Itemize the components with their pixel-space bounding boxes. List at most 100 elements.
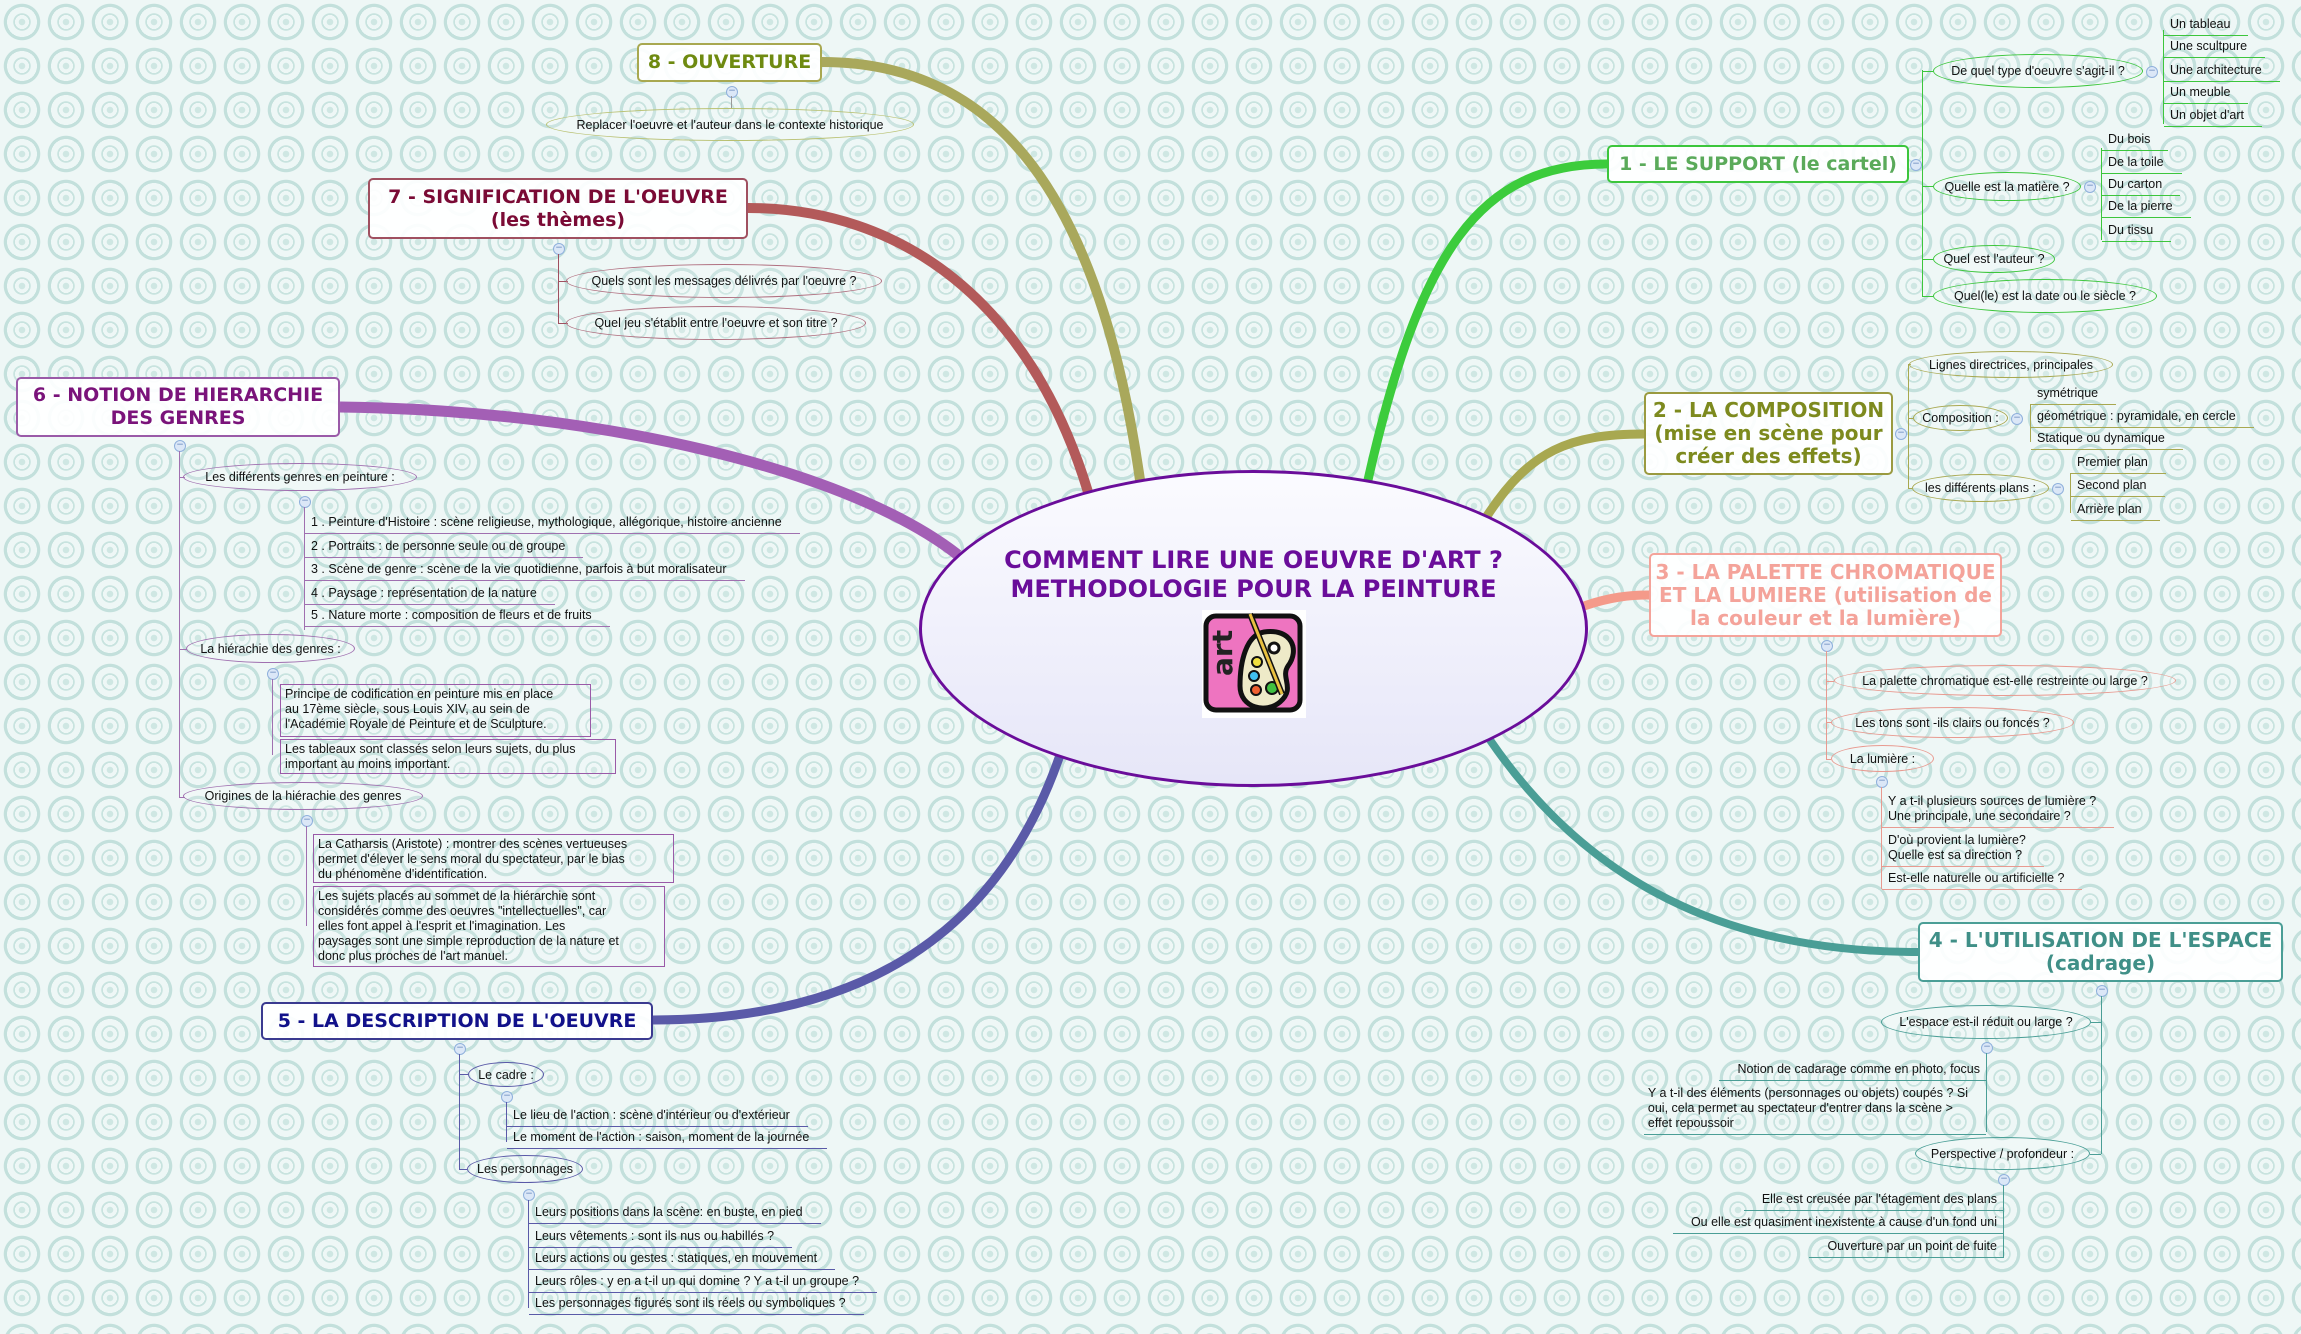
composition-item[interactable]: Statique ou dynamique bbox=[2031, 431, 2183, 450]
collapse-toggle-matiere[interactable]: − bbox=[2084, 181, 2096, 193]
plan-item[interactable]: Premier plan bbox=[2071, 455, 2166, 474]
lignes-directrices-node[interactable]: Lignes directrices, principales bbox=[1909, 351, 2113, 378]
lumiere-node[interactable]: La lumière : bbox=[1831, 745, 1934, 772]
genre-item[interactable]: 3 . Scène de genre : scène de la vie quo… bbox=[305, 562, 745, 581]
type-item[interactable]: Un tableau bbox=[2164, 17, 2249, 36]
hierarchie-node[interactable]: La hiérachie des genres : bbox=[186, 634, 355, 663]
topic-1-support[interactable]: 1 - LE SUPPORT (le cartel) bbox=[1607, 145, 1909, 183]
central-topic[interactable]: COMMENT LIRE UNE OEUVRE D'ART ? METHODOL… bbox=[919, 470, 1588, 787]
collapse-toggle-6[interactable]: − bbox=[174, 440, 186, 452]
plans-node[interactable]: les différents plans : bbox=[1912, 474, 2049, 502]
cadre-node[interactable]: Le cadre : bbox=[468, 1062, 544, 1087]
support-matiere-question[interactable]: Quelle est la matière ? bbox=[1933, 172, 2081, 201]
personnage-item[interactable]: Leurs rôles : y en a t-il un qui domine … bbox=[529, 1274, 878, 1293]
topic-2-composition[interactable]: 2 - LA COMPOSITION (mise en scène pour c… bbox=[1644, 392, 1893, 475]
topic-5-description[interactable]: 5 - LA DESCRIPTION DE L'OEUVRE bbox=[261, 1002, 653, 1040]
composition-node[interactable]: Composition : bbox=[1913, 405, 2008, 431]
composition-item[interactable]: géométrique : pyramidale, en cercle bbox=[2031, 409, 2254, 428]
cadre-item[interactable]: Le lieu de l'action : scène d'intérieur … bbox=[507, 1108, 808, 1127]
signification-q1[interactable]: Quels sont les messages délivrés par l'o… bbox=[566, 264, 882, 298]
topic-3-title-line1: 3 - LA PALETTE CHROMATIQUE bbox=[1655, 559, 1996, 584]
topic-7-signification[interactable]: 7 - SIGNIFICATION DE L'OEUVRE (les thème… bbox=[368, 178, 748, 239]
matiere-item[interactable]: De la toile bbox=[2102, 155, 2182, 174]
cadre-item[interactable]: Le moment de l'action : saison, moment d… bbox=[507, 1130, 828, 1149]
support-auteur-question[interactable]: Quel est l'auteur ? bbox=[1933, 245, 2055, 273]
lumiere-item[interactable]: Est-elle naturelle ou artificielle ? bbox=[1882, 871, 2083, 890]
matiere-item[interactable]: Du tissu bbox=[2102, 223, 2172, 242]
topic-4-espace[interactable]: 4 - L'UTILISATION DE L'ESPACE (cadrage) bbox=[1918, 922, 2283, 982]
collapse-toggle-type[interactable]: − bbox=[2146, 66, 2158, 78]
personnage-item[interactable]: Leurs positions dans la scène: en buste,… bbox=[529, 1205, 821, 1224]
tons-question[interactable]: Les tons sont -ils clairs ou foncés ? bbox=[1831, 707, 2074, 738]
palette-question[interactable]: La palette chromatique est-elle restrein… bbox=[1834, 665, 2176, 696]
collapse-toggle-espace[interactable]: − bbox=[1981, 1042, 1993, 1054]
perspective-node[interactable]: Perspective / profondeur : bbox=[1915, 1137, 2090, 1170]
genres-node[interactable]: Les différents genres en peinture : bbox=[183, 463, 417, 491]
topic-7-title-line2: (les thèmes) bbox=[490, 208, 626, 231]
connector-line bbox=[179, 477, 185, 478]
genre-item[interactable]: 2 . Portraits : de personne seule ou de … bbox=[305, 539, 584, 558]
composition-item[interactable]: symétrique bbox=[2031, 386, 2117, 405]
hierarchie-note-1[interactable]: Principe de codification en peinture mis… bbox=[280, 684, 591, 737]
topic-2-title-line2: (mise en scène pour bbox=[1654, 421, 1883, 445]
collapse-toggle-plans[interactable]: − bbox=[2052, 483, 2064, 495]
collapse-toggle-perspective[interactable]: − bbox=[1998, 1174, 2010, 1186]
type-item[interactable]: Un objet d'art bbox=[2164, 108, 2262, 127]
type-item[interactable]: Une scultpure bbox=[2164, 39, 2266, 58]
topic-6-hierarchie[interactable]: 6 - NOTION DE HIERARCHIE DES GENRES bbox=[16, 377, 340, 437]
hierarchie-note-2[interactable]: Les tableaux sont classés selon leurs su… bbox=[280, 739, 616, 774]
topic-3-palette[interactable]: 3 - LA PALETTE CHROMATIQUE ET LA LUMIERE… bbox=[1649, 553, 2002, 637]
collapse-toggle-lumiere[interactable]: − bbox=[1876, 776, 1888, 788]
espace-item[interactable]: Notion de cadarage comme en photo, focus bbox=[1719, 1062, 1986, 1081]
lumiere-item[interactable]: D'où provient la lumière? Quelle est sa … bbox=[1882, 833, 2044, 867]
support-date-question[interactable]: Quel(le) est la date ou le siècle ? bbox=[1933, 279, 2157, 313]
connector-line bbox=[1826, 722, 1831, 723]
type-item[interactable]: Un meuble bbox=[2164, 85, 2249, 104]
connector-line bbox=[506, 1102, 507, 1142]
support-type-question[interactable]: De quel type d'oeuvre s'agit-il ? bbox=[1933, 54, 2143, 88]
collapse-toggle-composition[interactable]: − bbox=[2011, 413, 2023, 425]
personnage-item[interactable]: Les personnages figurés sont ils réels o… bbox=[529, 1296, 864, 1315]
personnage-item[interactable]: Leurs vêtements : sont ils nus ou habill… bbox=[529, 1229, 793, 1248]
matiere-item[interactable]: De la pierre bbox=[2102, 199, 2191, 218]
genre-item[interactable]: 5 . Nature morte : composition de fleurs… bbox=[305, 608, 610, 627]
genre-item[interactable]: 4 . Paysage : représentation de la natur… bbox=[305, 586, 555, 605]
lumiere-item[interactable]: Y a t-il plusieurs sources de lumière ? … bbox=[1882, 794, 2115, 828]
perspective-item[interactable]: Elle est creusée par l'étagement des pla… bbox=[1743, 1192, 2003, 1211]
collapse-toggle-7[interactable]: − bbox=[553, 243, 565, 255]
topic-8-ouverture[interactable]: 8 - OUVERTURE bbox=[637, 43, 822, 82]
type-item[interactable]: Une architecture bbox=[2164, 63, 2280, 82]
collapse-toggle-hierarchie[interactable]: − bbox=[267, 668, 279, 680]
signification-q2[interactable]: Quel jeu s'établit entre l'oeuvre et son… bbox=[566, 306, 866, 340]
connector-line bbox=[304, 507, 305, 630]
perspective-item[interactable]: Ou elle est quasiment inexistente à caus… bbox=[1672, 1215, 2003, 1234]
matiere-item[interactable]: Du carton bbox=[2102, 177, 2181, 196]
collapse-toggle-3[interactable]: − bbox=[1821, 640, 1833, 652]
plan-item[interactable]: Second plan bbox=[2071, 478, 2165, 497]
collapse-toggle-4[interactable]: − bbox=[2096, 985, 2108, 997]
collapse-toggle-genres[interactable]: − bbox=[299, 496, 311, 508]
genre-item[interactable]: 1 . Peinture d'Histoire : scène religieu… bbox=[305, 515, 800, 534]
collapse-toggle-origines[interactable]: − bbox=[301, 815, 313, 827]
origines-note-1[interactable]: La Catharsis (Aristote) : montrer des sc… bbox=[313, 834, 674, 883]
matiere-item[interactable]: Du bois bbox=[2102, 132, 2169, 151]
origines-note-2[interactable]: Les sujets placés au sommet de la hiérar… bbox=[313, 886, 665, 967]
connector-line bbox=[459, 1074, 468, 1075]
origines-node[interactable]: Origines de la hiérachie des genres bbox=[183, 782, 423, 810]
collapse-toggle-cadre[interactable]: − bbox=[501, 1091, 513, 1103]
personnages-node[interactable]: Les personnages bbox=[467, 1155, 583, 1183]
topic-8-title: 8 - OUVERTURE bbox=[647, 51, 812, 73]
ouverture-item[interactable]: Replacer l'oeuvre et l'auteur dans le co… bbox=[546, 108, 914, 141]
collapse-toggle-5[interactable]: − bbox=[454, 1043, 466, 1055]
collapse-toggle-personnages[interactable]: − bbox=[523, 1189, 535, 1201]
collapse-toggle-8[interactable]: − bbox=[726, 86, 738, 98]
espace-item[interactable]: Y a t-il des éléments (personnages ou ob… bbox=[1643, 1086, 1986, 1135]
perspective-item[interactable]: Ouverture par un point de fuite bbox=[1809, 1239, 2003, 1258]
personnage-item[interactable]: Leurs actions ou gestes : statiques, en … bbox=[529, 1251, 836, 1270]
collapse-toggle-2[interactable]: − bbox=[1895, 428, 1907, 440]
espace-question[interactable]: L'espace est-il réduit ou large ? bbox=[1881, 1005, 2091, 1039]
collapse-toggle-1[interactable]: − bbox=[1910, 159, 1922, 171]
plan-item[interactable]: Arrière plan bbox=[2071, 502, 2160, 521]
topic-4-title-line2: (cadrage) bbox=[2045, 951, 2156, 975]
